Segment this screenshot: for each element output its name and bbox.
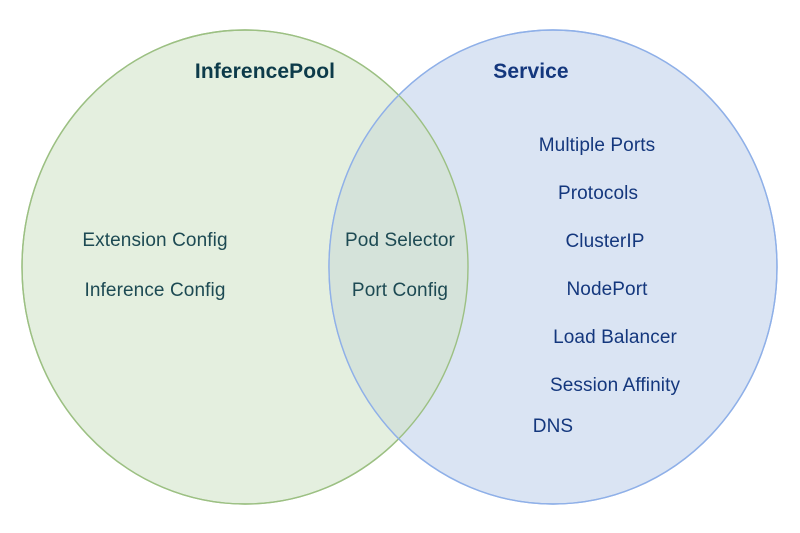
inferencepool-item-extension-config: Extension Config bbox=[82, 230, 228, 251]
service-item-protocols: Protocols bbox=[557, 183, 639, 204]
inferencepool-item-inference-config: Inference Config bbox=[84, 280, 226, 301]
intersection-item-pod-selector: Pod Selector bbox=[345, 230, 455, 251]
service-item-nodeport: NodePort bbox=[566, 279, 648, 300]
service-item-load-balancer: Load Balancer bbox=[553, 327, 677, 348]
service-item-session-affinity: Session Affinity bbox=[549, 375, 681, 396]
service-item-dns: DNS bbox=[532, 416, 574, 437]
set-title-service: Service bbox=[493, 60, 569, 83]
circle-service-outline bbox=[328, 29, 778, 505]
set-title-inferencepool: InferencePool bbox=[194, 60, 336, 83]
service-item-multiple-ports: Multiple Ports bbox=[538, 135, 656, 156]
intersection-item-port-config: Port Config bbox=[351, 280, 449, 301]
service-item-clusterip: ClusterIP bbox=[565, 231, 645, 252]
circle-inferencepool-outline bbox=[21, 29, 469, 505]
